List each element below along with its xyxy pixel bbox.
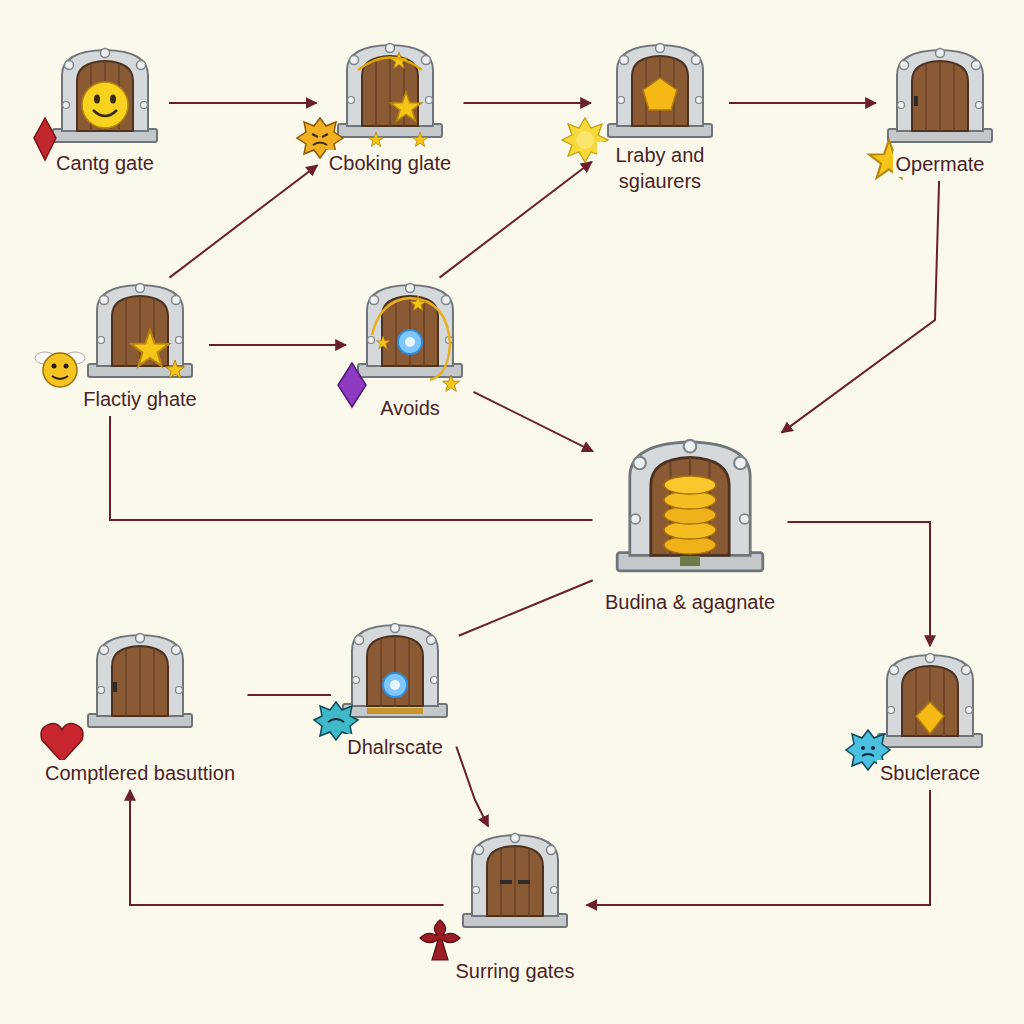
gate-node: Comptlered basuttion: [37, 630, 244, 786]
star-icon: [368, 132, 383, 146]
gate-node: Opermate: [880, 45, 1000, 177]
gold-ring: [358, 58, 422, 71]
gate-label: Surring gates: [453, 958, 578, 984]
gate-icon: [888, 49, 992, 143]
door-bar: [367, 708, 423, 714]
flow-arrow: [729, 102, 876, 104]
glowing-orb: [398, 330, 422, 354]
gate-node: Cboking glate: [321, 40, 460, 176]
gate-node: Lraby and sgiaurers: [595, 40, 725, 194]
flow-arrow: [459, 580, 593, 635]
icon-space: [597, 435, 784, 589]
gate-node: Flactiy ghate: [75, 280, 205, 412]
gate-node: Budina & agagnate: [597, 435, 784, 615]
gate-node: Avoids: [350, 280, 470, 421]
gold-shape: [643, 78, 677, 110]
gate-label: Dhalrscate: [344, 734, 446, 760]
glowing-orb: [405, 337, 415, 347]
gate-node: Surring gates: [448, 830, 583, 984]
door-handle: [113, 682, 117, 692]
star-icon: [165, 360, 184, 378]
door-handle: [914, 96, 918, 106]
gate-label: Sbuclerace: [877, 760, 983, 786]
flow-arrow: [209, 344, 346, 346]
gate-icon: [53, 49, 157, 143]
icon-space: [448, 830, 583, 958]
gate-label: Cboking glate: [326, 150, 454, 176]
flow-arrow: [130, 790, 444, 905]
flow-arrow: [248, 694, 332, 696]
icon-space: [45, 45, 165, 150]
gate-node: Dhalrscate: [335, 620, 455, 760]
icon-space: [870, 650, 990, 760]
gate-icon: [463, 834, 567, 928]
gate-node: Sbuclerace: [870, 650, 990, 786]
gate-label: Lraby and sgiaurers: [597, 142, 723, 194]
gold-gem: [916, 702, 944, 734]
flow-arrow: [464, 102, 592, 104]
flow-arrow: [587, 790, 931, 905]
icon-space: [75, 280, 205, 386]
red-heart-gem: [41, 724, 83, 762]
flow-arrow: [169, 102, 317, 104]
gate-label: Comptlered basuttion: [42, 760, 238, 786]
star-icon: [131, 330, 169, 366]
icon-space: [335, 620, 455, 734]
gate-label: Budina & agagnate: [602, 589, 778, 615]
star-icon: [410, 296, 425, 310]
glowing-orb: [383, 673, 407, 697]
gate-label: Flactiy ghate: [80, 386, 199, 412]
flow-arrow: [110, 416, 593, 520]
star-icon: [442, 375, 459, 391]
smiley-face: [82, 82, 128, 128]
icon-space: [880, 45, 1000, 151]
gate-icon: [617, 440, 763, 571]
bee-face: [35, 352, 85, 387]
gate-label: Cantg gate: [53, 150, 157, 176]
gate-node: Cantg gate: [45, 45, 165, 176]
gate-icon: [343, 624, 447, 718]
gate-icon: [878, 654, 982, 748]
gate-icon: [608, 44, 712, 138]
icon-space: [350, 280, 470, 395]
gate-label: Opermate: [893, 151, 988, 177]
icon-space: [321, 40, 460, 150]
fleur-symbol: [420, 920, 460, 960]
star-icon: [376, 336, 389, 349]
flow-arrow: [456, 747, 488, 827]
icon-space: [37, 630, 244, 760]
gold-ring: [372, 298, 450, 380]
coin-stack: [664, 476, 716, 566]
gate-label: Avoids: [377, 395, 443, 421]
star-icon: [412, 132, 427, 146]
flow-arrow: [474, 392, 593, 452]
purple-gem: [338, 363, 366, 407]
flow-arrow: [170, 165, 318, 277]
icon-space: [595, 40, 725, 142]
gate-icon: [88, 634, 192, 728]
flow-arrow: [782, 181, 939, 433]
flow-arrow: [440, 162, 592, 278]
flow-arrow: [788, 522, 931, 646]
gate-icon: [338, 44, 442, 138]
star-icon: [391, 92, 421, 121]
glowing-orb: [390, 680, 400, 690]
door-handle: [518, 880, 530, 884]
door-handle: [500, 880, 512, 884]
